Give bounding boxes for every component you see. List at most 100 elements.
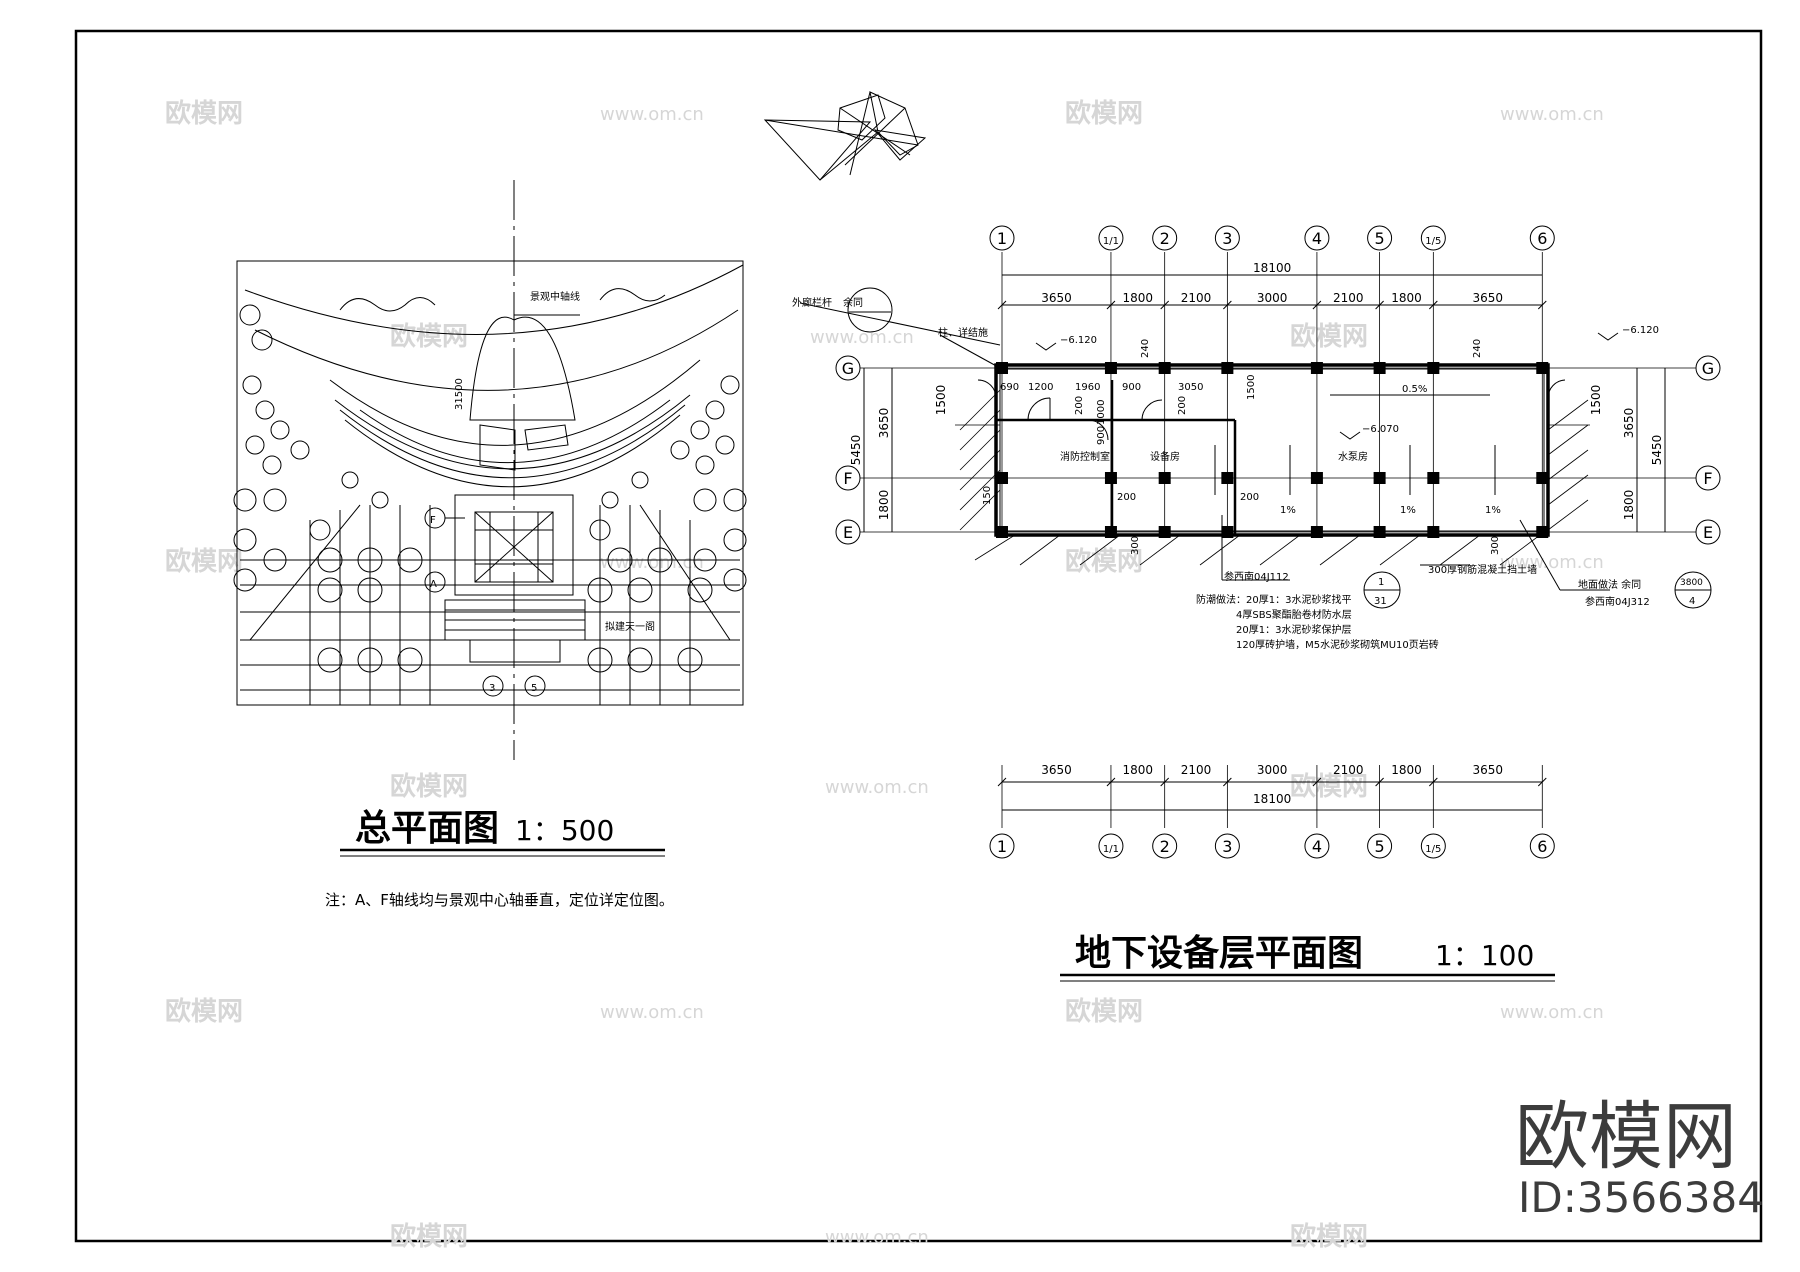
axis-bubble-top-1-1 xyxy=(1098,225,1124,251)
axis-bubble-bottom-1-5 xyxy=(1420,833,1446,859)
rail-detail-symbol xyxy=(847,287,893,333)
axis-bubble-bottom-4 xyxy=(1304,833,1330,859)
tick-top-7 xyxy=(1537,300,1547,310)
column-1-1-F xyxy=(1104,472,1117,484)
axis-label-bottom-5: 5 xyxy=(1375,837,1385,856)
waterproof-line-3: 20厚1：3水泥砂浆保护层 xyxy=(1236,623,1351,636)
bay-dim-top-5: 1800 xyxy=(1391,291,1422,305)
row-bubble-left-F xyxy=(835,465,861,491)
site-boundary xyxy=(236,260,744,706)
plaza-grid xyxy=(240,504,740,705)
axis-label-top-4: 4 xyxy=(1312,229,1322,248)
axis-bubble-bottom-1-1 xyxy=(1098,833,1124,859)
watermark-brand: 欧模网 xyxy=(390,321,468,352)
bay-dim-top-1: 1800 xyxy=(1123,291,1154,305)
column-4-E xyxy=(1310,526,1323,538)
total-dim-bottom: 18100 xyxy=(1253,792,1291,806)
watermark-brand: 欧模网 xyxy=(1065,546,1143,577)
bay-dim-top-0: 3650 xyxy=(1041,291,1072,305)
basement-plan-title: 地下设备层平面图 xyxy=(1075,933,1363,974)
retaining-wall-label: 300厚钢筋混凝土挡土墙 xyxy=(1428,563,1537,576)
watermark-brand: 欧模网 xyxy=(1290,771,1368,802)
earth-hatch xyxy=(955,389,1590,566)
axis-label-A: A xyxy=(430,579,437,590)
axis-bubble-bottom-5 xyxy=(1367,833,1393,859)
axis-label-top-3: 3 xyxy=(1222,229,1232,248)
column-1-E xyxy=(996,526,1008,538)
axis-label-bottom-4: 4 xyxy=(1312,837,1322,856)
outer-wall xyxy=(994,363,1550,537)
elevation-right: −6.120 xyxy=(1622,325,1659,336)
column-6-G xyxy=(1536,362,1549,374)
waterproof-line-1: 防潮做法：20厚1：3水泥砂浆找平 xyxy=(1196,593,1351,606)
column-1-5-F xyxy=(1427,472,1440,484)
column-1-F xyxy=(996,472,1008,484)
site-plan-scale: 1：500 xyxy=(515,814,614,847)
column-4-G xyxy=(1310,362,1323,374)
column-5-F xyxy=(1373,472,1386,484)
watermark-url: www.om.cn xyxy=(825,777,929,798)
callout-2-bottom: 4 xyxy=(1689,596,1695,607)
row-label-left-E: E xyxy=(843,523,853,542)
watermark-brand: 欧模网 xyxy=(165,546,243,577)
dim-240-b: 240 xyxy=(1472,339,1483,358)
column-1-1-E xyxy=(1104,526,1117,538)
dim-1200: 1200 xyxy=(1028,382,1053,393)
column-3-E xyxy=(1221,526,1234,538)
row-label-right-F: F xyxy=(1703,469,1712,488)
pavilion-roof xyxy=(474,511,554,583)
basement-plan-scale: 1：100 xyxy=(1435,939,1534,972)
dim-690: 690 xyxy=(1000,382,1019,393)
watermark-brand: 欧模网 xyxy=(1065,98,1143,129)
axis-bubble-top-2 xyxy=(1152,225,1178,251)
axis-label-bottom-6: 6 xyxy=(1537,837,1547,856)
row-total-right: 5450 xyxy=(1650,435,1664,466)
column-1-5-E xyxy=(1427,526,1440,538)
site-plan-note: 注：A、F轴线均与景观中心轴垂直，定位详定位图。 xyxy=(325,891,674,909)
column-label: 柱、详结施 xyxy=(938,326,988,339)
watermark-brand: 欧模网 xyxy=(390,1221,468,1252)
row-bubble-right-G xyxy=(1695,355,1721,381)
tick-top-4 xyxy=(1312,300,1322,310)
axis-bubble-bottom-6 xyxy=(1529,833,1555,859)
tick-top-0 xyxy=(997,300,1007,310)
column-2-G xyxy=(1158,362,1171,374)
watermark-url: www.om.cn xyxy=(600,552,704,573)
column-5-E xyxy=(1373,526,1386,538)
slope-label-d: 1% xyxy=(1485,505,1501,516)
waterproof-line-2: 4厚SBS聚酯胎卷材防水层 xyxy=(1236,608,1352,621)
row-total-left: 5450 xyxy=(849,435,863,466)
row-label-right-E: E xyxy=(1703,523,1713,542)
watermark-url: www.om.cn xyxy=(600,104,704,125)
watermark-brand: 欧模网 xyxy=(390,771,468,802)
bay-dim-top-6: 3650 xyxy=(1473,291,1504,305)
column-4-F xyxy=(1310,472,1323,484)
slope-label-c: 1% xyxy=(1400,505,1416,516)
bay-dim-top-2: 2100 xyxy=(1181,291,1212,305)
column-1-G xyxy=(996,362,1008,374)
tick-bottom-7 xyxy=(1537,777,1547,787)
row-label-left-G: G xyxy=(842,359,854,378)
tick-top-1 xyxy=(1106,300,1116,310)
elevation-inner: −6.070 xyxy=(1362,424,1399,435)
axis-bubble-top-1 xyxy=(989,225,1015,251)
tick-top-6 xyxy=(1428,300,1438,310)
watermark-brand: 欧模网 xyxy=(165,98,243,129)
watermark-brand: 欧模网 xyxy=(1290,321,1368,352)
axis-bubble-bottom-2 xyxy=(1152,833,1178,859)
tree-icons xyxy=(233,304,747,673)
slope-label-b: 1% xyxy=(1280,505,1296,516)
watermark-brand: 欧模网 xyxy=(1290,1221,1368,1252)
column-3-F xyxy=(1221,472,1234,484)
column-6-F xyxy=(1536,472,1549,484)
dim-300-a: 300 xyxy=(1130,536,1141,555)
brand-watermark: 欧模网 xyxy=(1515,1094,1737,1180)
elevation-left: −6.120 xyxy=(1060,335,1097,346)
column-5-G xyxy=(1373,362,1386,374)
axis-label-3: 3 xyxy=(489,683,495,694)
axis-label-bottom-1: 1 xyxy=(997,837,1007,856)
background-watermarks: 欧模网 www.om.cn 欧模网 www.om.cn 欧模网 www.om.c… xyxy=(165,98,1604,1252)
floor-finish-label: 地面做法 余同 xyxy=(1578,578,1641,591)
watermark-url: www.om.cn xyxy=(1500,552,1604,573)
row-bubble-right-E xyxy=(1695,519,1721,545)
